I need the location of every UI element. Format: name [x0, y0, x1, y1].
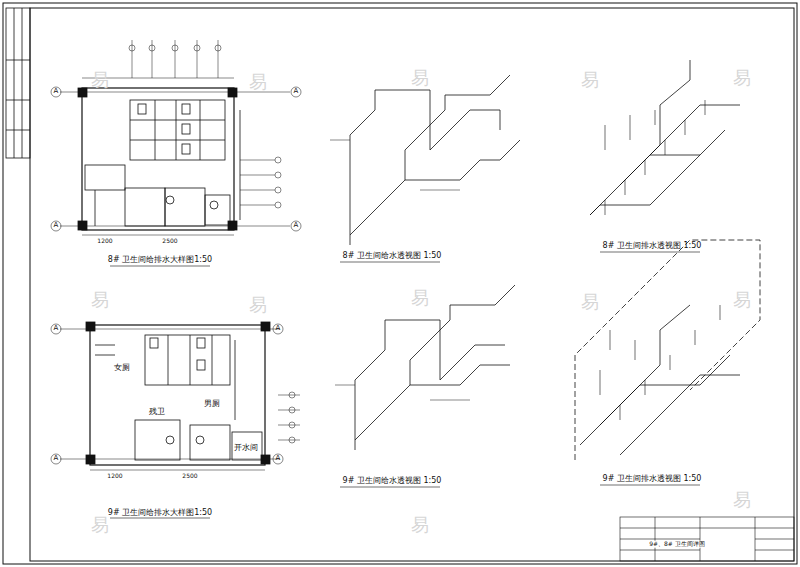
watermark: 易: [411, 68, 429, 88]
plan-9: [51, 322, 300, 518]
axis-label: A: [276, 455, 281, 463]
supply-isometric-8: [330, 75, 520, 262]
dimension: 2500: [182, 473, 197, 480]
axis-label: A: [54, 88, 59, 96]
drawing-title: 8# 卫生间给排水大样图1:50: [108, 256, 212, 265]
watermark: 易: [91, 515, 109, 535]
drawing-title: 9# 卫生间给水透视图 1:50: [343, 477, 442, 486]
watermark: 易: [91, 290, 109, 310]
axis-label: A: [276, 325, 281, 333]
watermark: 易: [733, 290, 751, 310]
watermark: 易: [733, 490, 751, 510]
watermark: 易: [249, 295, 267, 315]
watermark: 易: [249, 72, 267, 92]
axis-label: A: [294, 222, 299, 230]
dimension: 2500: [162, 238, 177, 245]
axis-label: A: [294, 88, 299, 96]
plan-8: [51, 40, 301, 266]
dimension: 1200: [107, 473, 122, 480]
watermark: 易: [411, 288, 429, 308]
drain-isometric-8: [590, 60, 740, 252]
watermark: 易: [581, 70, 599, 90]
supply-isometric-9: [335, 285, 515, 487]
drawing-title: 8# 卫生间给水透视图 1:50: [343, 252, 442, 261]
watermark: 易: [411, 515, 429, 535]
room-name: 男厕: [203, 400, 221, 409]
watermark: 易: [733, 68, 751, 88]
drawing-title: 9# 卫生间给排水大样图1:50: [108, 509, 212, 518]
axis-label: A: [54, 455, 59, 463]
title-block-text: 9#、8# 卫生间详图: [649, 541, 705, 548]
room-name: 女厕: [113, 364, 131, 373]
room-name: 开水间: [233, 444, 259, 453]
drawing-title: 9# 卫生间排水透视图 1:50: [603, 475, 702, 484]
drain-isometric-9: [575, 240, 760, 485]
title-block: [620, 517, 794, 561]
axis-label: A: [54, 325, 59, 333]
watermark: 易: [91, 70, 109, 90]
dimension: 1200: [97, 238, 112, 245]
watermark: 易: [581, 292, 599, 312]
room-name: 残卫: [148, 408, 166, 417]
axis-label: A: [54, 222, 59, 230]
drawing-title: 8# 卫生间排水透视图 1:50: [603, 242, 702, 251]
